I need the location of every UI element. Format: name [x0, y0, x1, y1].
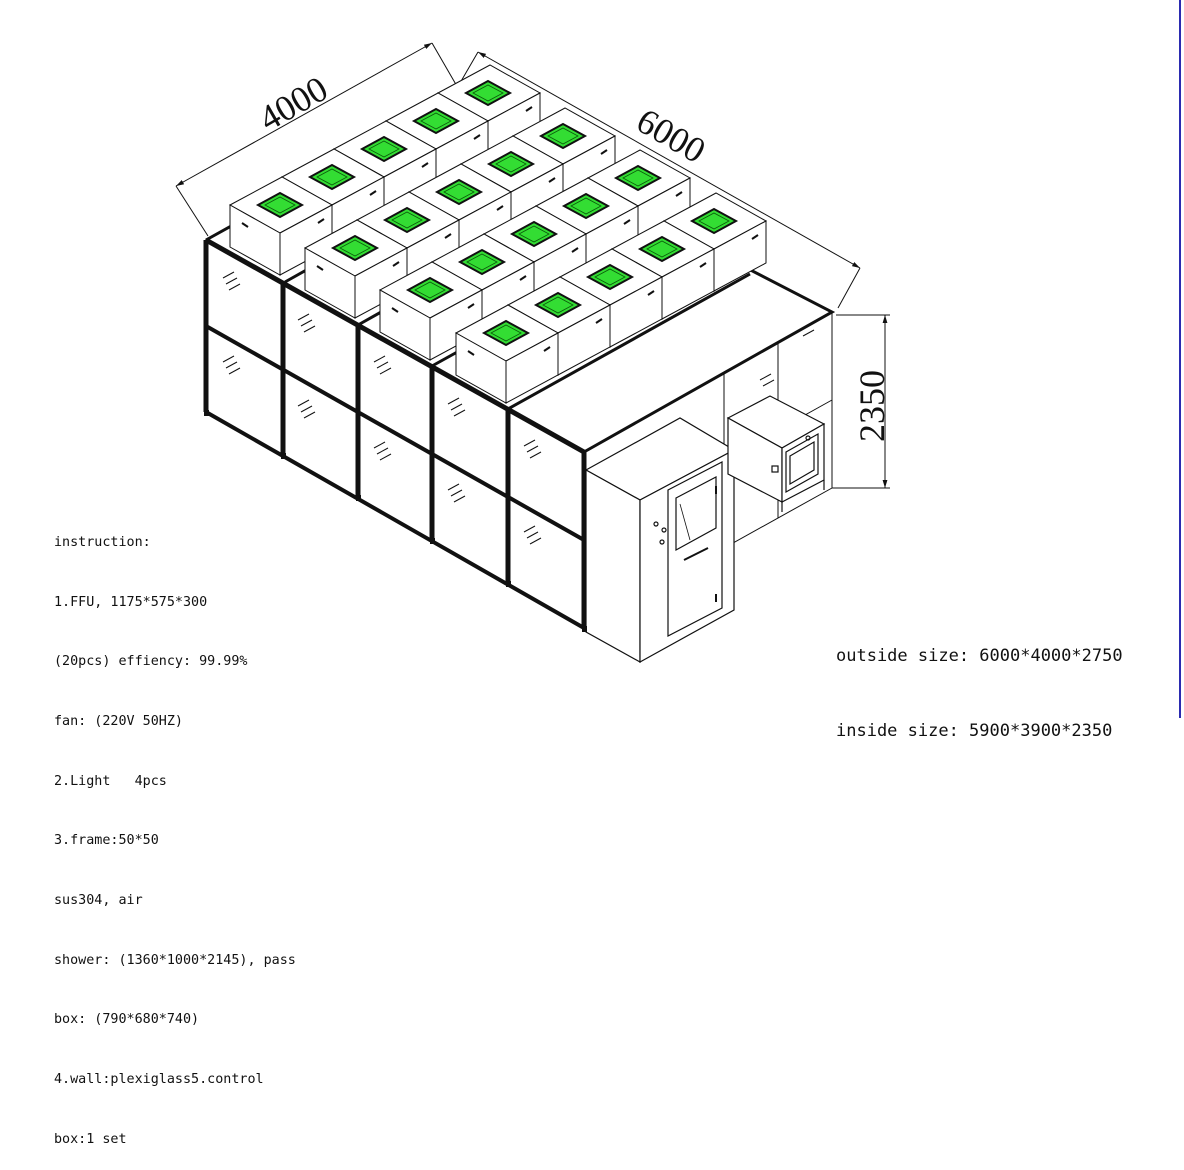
ffu-filter: [463, 79, 513, 107]
ffu-filter-inner: [368, 140, 400, 158]
ffu-filter-inner: [472, 84, 504, 102]
ffu-filter: [637, 235, 687, 263]
ffu-filter: [538, 122, 588, 150]
instruction-block: instruction: 1.FFU, 1175*575*300 (20pcs)…: [54, 493, 296, 1170]
ffu-handle: [543, 346, 551, 352]
instruction-line: fan: (220V 50HZ): [54, 713, 183, 729]
instruction-line: 4.wall:plexiglass5.control: [54, 1072, 264, 1088]
ffu-handle: [571, 247, 579, 253]
right-edge-bar: [1179, 0, 1181, 718]
ffu-handle: [467, 350, 475, 356]
ffu-filter-inner: [646, 240, 678, 258]
ffu-handle: [391, 307, 399, 313]
ffu-filter-inner: [414, 281, 446, 299]
ffu-filter-inner: [316, 168, 348, 186]
ffu-handle: [519, 275, 527, 281]
ffu-handle: [467, 303, 475, 309]
ffu-filter-inner: [443, 183, 475, 201]
ffu-filter: [481, 319, 531, 347]
ffu-handle: [525, 106, 533, 112]
ffu-filter: [457, 248, 507, 276]
ffu-filter-inner: [495, 155, 527, 173]
ffu-handle: [421, 162, 429, 168]
instruction-line: (20pcs) effiency: 99.99%: [54, 654, 248, 670]
ffu-filter: [411, 107, 461, 135]
ffu-filter-inner: [391, 211, 423, 229]
front-wall: [203, 237, 587, 630]
ffu-filter: [330, 234, 380, 262]
ffu-filter: [509, 220, 559, 248]
ffu-handle: [548, 177, 556, 183]
ffu-handle: [751, 234, 759, 240]
ffu-filter-inner: [594, 268, 626, 286]
ffu-filter: [359, 135, 409, 163]
ffu-unit: [378, 261, 484, 361]
inside-size: inside size: 5900*3900*2350: [836, 721, 1113, 741]
size-block: outside size: 6000*4000*2750 inside size…: [836, 594, 1123, 769]
ffu-unit: [228, 176, 334, 276]
instruction-line: sus304, air: [54, 893, 143, 909]
instruction-line: 1.FFU, 1175*575*300: [54, 594, 208, 610]
ffu-handle: [647, 290, 655, 296]
ffu-filter: [533, 291, 583, 319]
dimension-2350: 2350: [832, 314, 892, 489]
ffu-handle: [392, 261, 400, 267]
ffu-handle: [623, 219, 631, 225]
ffu-handle: [675, 191, 683, 197]
ffu-filter: [382, 206, 432, 234]
ffu-handle: [600, 149, 608, 155]
instruction-line: shower: (1360*1000*2145), pass: [54, 952, 296, 968]
ffu-filter-inner: [264, 196, 296, 214]
ffu-handle: [496, 205, 504, 211]
ffu-handle: [444, 233, 452, 239]
ffu-filter: [307, 163, 357, 191]
outside-size: outside size: 6000*4000*2750: [836, 646, 1123, 666]
ffu-handle: [241, 222, 249, 228]
ffu-handle: [699, 262, 707, 268]
ffu-handle: [473, 134, 481, 140]
dimension-4000-label: 4000: [252, 68, 334, 139]
ffu-filter-inner: [490, 324, 522, 342]
ffu-units: [228, 64, 768, 404]
ffu-unit: [303, 219, 409, 319]
instruction-line: instruction:: [54, 534, 151, 550]
glass-marks: [222, 271, 815, 545]
ffu-filter: [434, 178, 484, 206]
ffu-filter: [613, 164, 663, 192]
instruction-line: 2.Light 4pcs: [54, 773, 167, 789]
ffu-filter-inner: [518, 225, 550, 243]
ffu-filter: [405, 276, 455, 304]
ffu-filter-inner: [622, 169, 654, 187]
ffu-filter-inner: [698, 212, 730, 230]
ffu-filter: [689, 207, 739, 235]
ffu-filter-inner: [547, 127, 579, 145]
ffu-filter-inner: [339, 239, 371, 257]
ffu-handle: [317, 218, 325, 224]
ffu-filter: [255, 191, 305, 219]
instruction-line: box:1 set: [54, 1131, 127, 1147]
ffu-filter-inner: [466, 253, 498, 271]
ffu-filter-inner: [420, 112, 452, 130]
air-shower: [584, 417, 736, 664]
pass-box: [726, 395, 826, 512]
ffu-filter: [486, 150, 536, 178]
ffu-filter-inner: [570, 197, 602, 215]
cleanroom-drawing: 4000 6000 2350: [175, 42, 892, 664]
ffu-filter: [585, 263, 635, 291]
ffu-filter: [561, 192, 611, 220]
ffu-filter-inner: [542, 296, 574, 314]
ffu-handle: [316, 265, 324, 271]
instruction-line: 3.frame:50*50: [54, 833, 159, 849]
ffu-handle: [595, 318, 603, 324]
ffu-unit: [454, 304, 560, 404]
dimension-2350-label: 2350: [852, 370, 892, 442]
base-feet: [204, 410, 587, 632]
instruction-line: box: (790*680*740): [54, 1012, 200, 1028]
ffu-handle: [369, 190, 377, 196]
